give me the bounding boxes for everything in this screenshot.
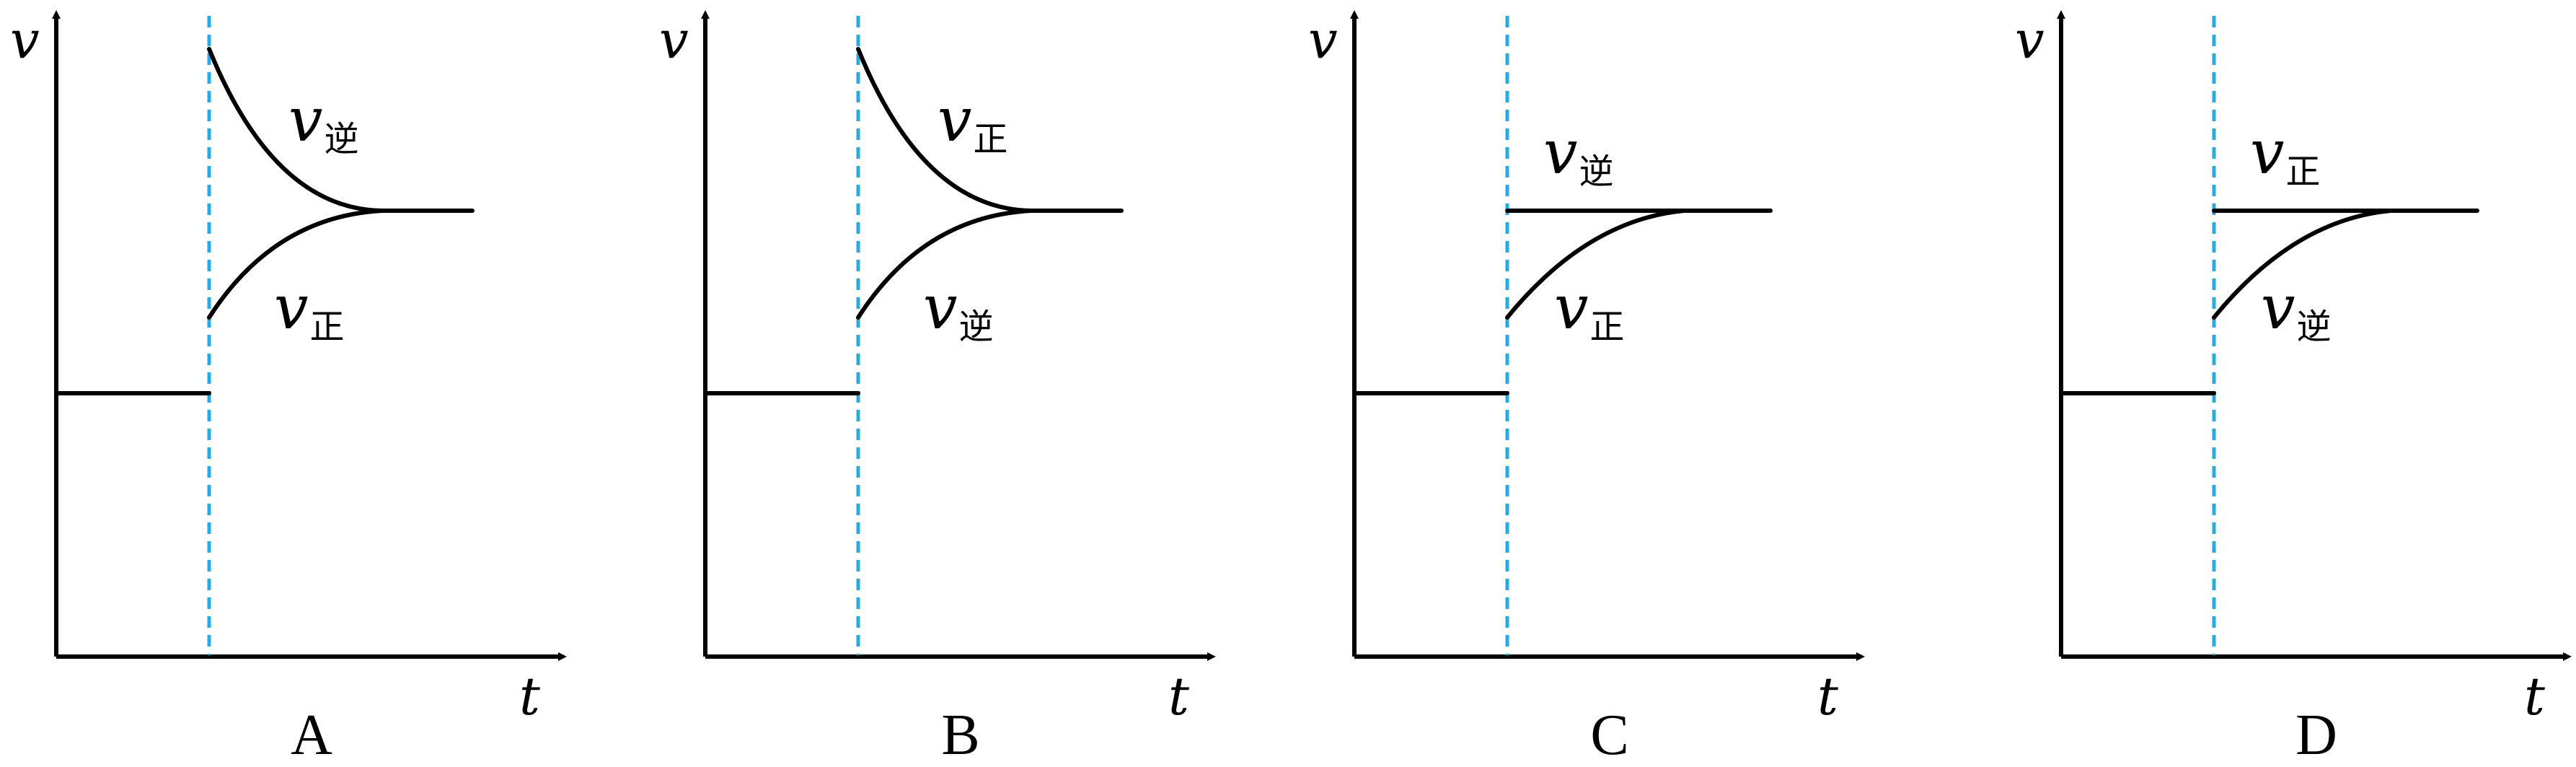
lower-curve-label-sub: 逆 — [958, 307, 993, 347]
y-axis-label: v — [2015, 9, 2045, 70]
panel-label: C — [1590, 704, 1628, 767]
lower-curve-label-sub: 逆 — [2296, 307, 2331, 347]
lower-rate-curve — [207, 209, 384, 320]
panel-label: D — [2295, 704, 2337, 767]
lower-curve-label: v正 — [1554, 272, 1624, 347]
upper-curve-label-base: v — [1543, 117, 1577, 188]
lower-curve-label-base: v — [1554, 272, 1588, 343]
lower-rate-curve — [856, 209, 1033, 320]
panel-label: A — [291, 704, 332, 767]
upper-curve-label: v正 — [2250, 117, 2320, 192]
upper-curve-label: v逆 — [1543, 117, 1613, 192]
lower-curve-label: v逆 — [2261, 272, 2331, 347]
lower-curve-label-base: v — [923, 272, 957, 343]
upper-curve-label-sub: 逆 — [324, 119, 358, 159]
y-axis-label: v — [659, 9, 689, 70]
upper-curve-label-sub: 正 — [2285, 152, 2320, 192]
lower-curve-label-base: v — [274, 272, 308, 343]
upper-curve-label-base: v — [2250, 117, 2284, 188]
y-axis-label: v — [1308, 9, 1338, 70]
upper-rate-curve — [856, 47, 1124, 213]
lower-curve-label-sub: 正 — [309, 307, 344, 347]
x-axis-label: t — [1168, 666, 1190, 727]
panel-label: B — [941, 704, 979, 767]
upper-curve-label-sub: 逆 — [1579, 152, 1613, 192]
x-axis-label: t — [519, 666, 541, 727]
lower-curve-label-base: v — [2261, 272, 2295, 343]
lower-curve-label: v正 — [274, 272, 344, 347]
lower-curve-label: v逆 — [923, 272, 993, 347]
upper-curve-label-base: v — [288, 84, 322, 155]
lower-curve-label-sub: 正 — [1589, 307, 1624, 347]
upper-curve-label-sub: 正 — [973, 119, 1007, 159]
upper-curve-label: v逆 — [288, 84, 358, 159]
x-axis-label: t — [1817, 666, 1839, 727]
lower-rate-curve — [1505, 209, 1686, 320]
upper-rate-curve — [207, 47, 475, 213]
upper-curve-label: v正 — [938, 84, 1007, 159]
upper-curve-label-base: v — [938, 84, 971, 155]
y-axis-label: v — [10, 9, 40, 70]
x-axis-label: t — [2524, 666, 2546, 727]
lower-rate-curve — [2212, 209, 2393, 320]
